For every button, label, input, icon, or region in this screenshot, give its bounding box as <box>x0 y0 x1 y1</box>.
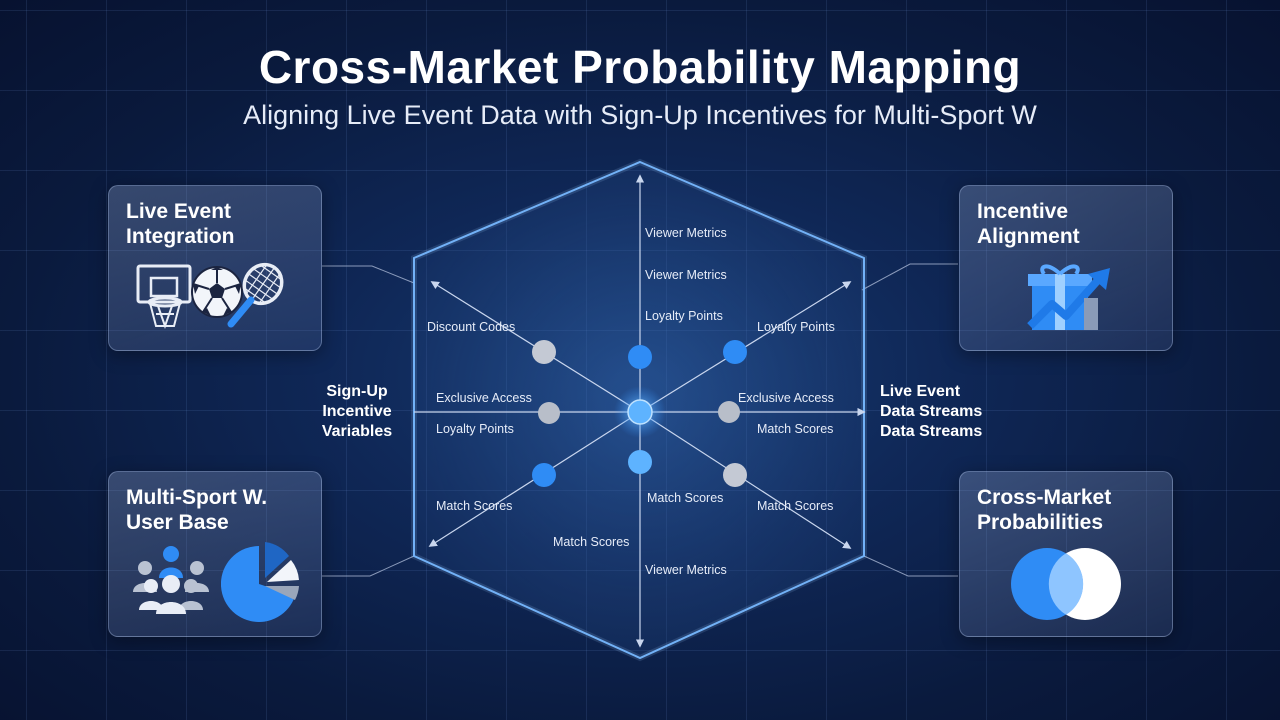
axis-labels: Viewer Metrics Viewer Metrics Loyalty Po… <box>427 226 835 577</box>
label-match-scores-center: Match Scores <box>647 491 723 505</box>
card-title-line: Integration <box>126 225 235 248</box>
node-bottom <box>628 450 652 474</box>
node-left <box>538 402 560 424</box>
right-axis-title: Live Event Data Streams Data Streams <box>880 382 1020 442</box>
pie-chart-icon <box>221 542 299 622</box>
label-viewer-metrics-2: Viewer Metrics <box>645 268 727 282</box>
left-axis-title: Sign-Up Incentive Variables <box>312 382 402 442</box>
basketball-hoop-icon <box>136 264 192 330</box>
live-event-integration-card: Live Event Integration <box>108 185 322 351</box>
hexagon-glow <box>411 158 867 662</box>
label-viewer-metrics-bottom: Viewer Metrics <box>645 563 727 577</box>
gift-growth-icon <box>1027 264 1110 330</box>
connector-probabilities <box>863 555 958 577</box>
card-title-line: Alignment <box>977 225 1080 248</box>
card-title-line: Incentive <box>977 200 1069 223</box>
page-subtitle: Aligning Live Event Data with Sign-Up In… <box>243 100 1037 130</box>
cross-market-probabilities-card: Cross-Market Probabilities <box>959 471 1173 637</box>
node-upper-left <box>532 340 556 364</box>
label-match-scores-left: Match Scores <box>436 499 512 513</box>
card-title-line: Live Event <box>126 200 232 223</box>
label-discount-codes: Discount Codes <box>427 320 515 334</box>
users-group-icon <box>133 546 209 614</box>
left-axis-title-line: Incentive <box>322 403 392 420</box>
label-match-scores-right: Match Scores <box>757 422 833 436</box>
card-title: Multi-Sport W. User Base <box>126 485 311 535</box>
tennis-racket-icon <box>227 262 284 328</box>
right-axis-title-line: Data Streams <box>880 423 983 440</box>
node-upper-right <box>723 340 747 364</box>
card-title: Live Event Integration <box>126 199 311 249</box>
label-match-scores-bottom: Match Scores <box>553 535 629 549</box>
label-loyalty-points-right: Loyalty Points <box>757 320 835 334</box>
label-viewer-metrics-1: Viewer Metrics <box>645 226 727 240</box>
center-node <box>627 399 653 425</box>
card-title-line: User Base <box>126 511 229 534</box>
card-connectors <box>322 263 958 577</box>
probability-nodes <box>532 340 747 487</box>
page-title: Cross-Market Probability Mapping <box>258 41 1022 93</box>
incentive-alignment-card: Incentive Alignment <box>959 185 1173 351</box>
card-title-line: Cross-Market <box>977 486 1112 509</box>
card-title: Cross-Market Probabilities <box>977 485 1162 535</box>
label-exclusive-access-right: Exclusive Access <box>738 391 834 405</box>
label-loyalty-points-top: Loyalty Points <box>645 309 723 323</box>
card-title-line: Multi-Sport W. <box>126 486 268 509</box>
user-base-card: Multi-Sport W. User Base <box>108 471 322 637</box>
card-title-line: Probabilities <box>977 511 1104 534</box>
soccer-ball-icon <box>191 266 243 318</box>
right-axis-title-line: Data Streams <box>880 403 983 420</box>
node-lower-left <box>532 463 556 487</box>
connector-user-base <box>322 555 415 577</box>
label-exclusive-access-left: Exclusive Access <box>436 391 532 405</box>
right-axis-title-line: Live Event <box>880 383 961 400</box>
label-loyalty-points-left: Loyalty Points <box>436 422 514 436</box>
left-axis-title-line: Variables <box>321 423 393 440</box>
venn-diagram-icon <box>1011 548 1121 620</box>
connector-live-event <box>322 265 415 284</box>
connector-incentive <box>861 263 958 291</box>
card-title: Incentive Alignment <box>977 199 1162 249</box>
node-top <box>628 345 652 369</box>
node-lower-right <box>723 463 747 487</box>
node-right <box>718 401 740 423</box>
label-match-scores-lower-right: Match Scores <box>757 499 833 513</box>
left-axis-title-line: Sign-Up <box>326 383 388 400</box>
